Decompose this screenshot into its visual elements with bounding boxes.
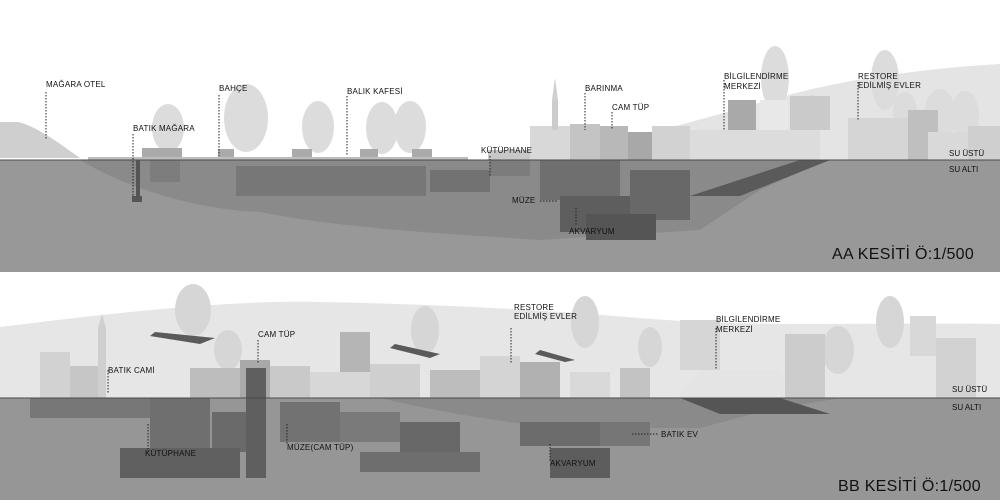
label-batik-ev: BATIK EV [661,430,699,439]
aa-section: MAĞARA OTEL BATIK MAĞARA BAHÇE BALIK KAF… [0,46,1000,272]
aa-section-drawing [0,46,1000,272]
label-restore-line2: EDİLMİŞ EVLER [858,81,922,90]
label-bb-akvaryum: AKVARYUM [550,459,596,468]
label-akvaryum: AKVARYUM [569,227,615,236]
aa-section-title: AA KESİTİ Ö:1/500 [832,246,975,263]
label-batik-magara: BATIK MAĞARA [133,124,195,133]
aa-underwater-structures [132,160,830,240]
aa-buildings [488,78,1000,160]
label-cam-tup: CAM TÜP [612,103,650,112]
label-muze: MÜZE [512,196,536,205]
bb-section-drawing [0,284,1000,500]
bb-underwater-structures [30,368,830,478]
label-bb-kutuphane: KÜTÜPHANE [145,449,197,458]
label-restore-line1: RESTORE [858,72,898,81]
label-bb-restore-line2: EDİLMİŞ EVLER [514,312,578,321]
label-bb-bilgilendirme-line2: MERKEZİ [716,325,753,334]
label-bb-restore-line1: RESTORE [514,303,554,312]
aa-water-below-label: SU ALTI [949,165,979,174]
label-muze-cam-tup: MÜZE(CAM TÜP) [287,443,354,452]
bb-water-above-label: SU ÜSTÜ [952,385,988,394]
label-bilgilendirme-line2: MERKEZİ [724,82,761,91]
label-bb-bilgilendirme-line1: BİLGİLENDİRME [716,315,781,324]
bb-trees [175,284,904,374]
label-bb-cam-tup: CAM TÜP [258,330,296,339]
label-batik-cami: BATIK CAMİ [108,366,155,375]
bb-section-title: BB KESİTİ Ö:1/500 [838,478,981,495]
label-bahce: BAHÇE [219,84,248,93]
label-magara-otel: MAĞARA OTEL [46,80,106,89]
bb-section: CAM TÜP BATIK CAMİ KÜTÜPHANE MÜZE(CAM TÜ… [0,272,1000,500]
label-kutuphane: KÜTÜPHANE [481,146,533,155]
label-bilgilendirme-line1: BİLGİLENDİRME [724,72,789,81]
label-balik-kafesi: BALIK KAFESİ [347,87,403,96]
label-barinma: BARINMA [585,84,623,93]
bb-water-below-label: SU ALTI [952,403,982,412]
bb-buildings [40,314,976,398]
aa-water-above-label: SU ÜSTÜ [949,149,985,158]
